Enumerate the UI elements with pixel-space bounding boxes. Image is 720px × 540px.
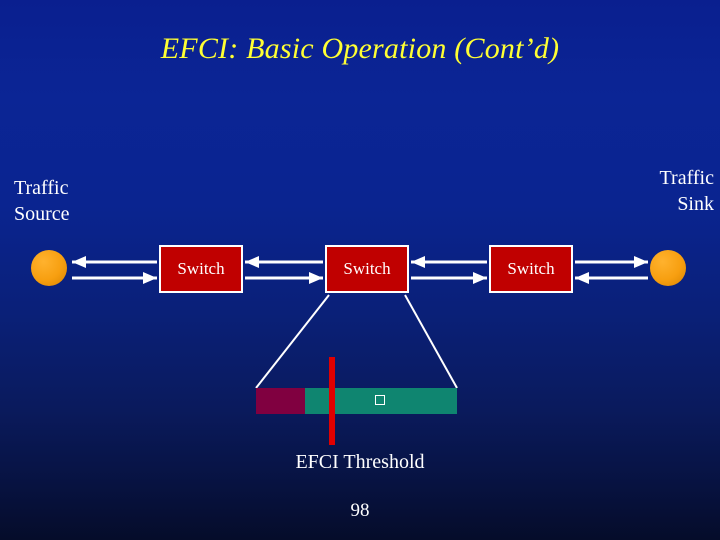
traffic-source-label-line1: Traffic [14,177,69,199]
queue-cell-marker-icon [375,395,385,405]
page-title: EFCI: Basic Operation (Cont’d) [160,32,560,65]
switch-node-2: Switch [325,245,409,293]
efci-threshold-marker [329,357,335,445]
traffic-sink-label-line2: Sink [677,193,714,215]
queue-segment-free [361,388,457,414]
efci-threshold-label: EFCI Threshold [295,451,425,473]
traffic-sink-label: Traffic Sink [660,165,714,217]
switch-node-1: Switch [159,245,243,293]
switch-node-3: Switch [489,245,573,293]
traffic-sink-label-line1: Traffic [659,167,714,189]
traffic-source-label-line2: Source [14,203,70,225]
switch-node-2-label: Switch [343,259,391,278]
traffic-source-label: Traffic Source [14,175,70,227]
switch-queue [256,388,457,414]
traffic-source-node [31,250,67,286]
switch-node-3-label: Switch [507,259,555,278]
queue-segment-occupied-head [256,388,305,414]
slide-page-number: 98 [350,500,370,521]
traffic-sink-node [650,250,686,286]
switch-node-1-label: Switch [177,259,225,278]
